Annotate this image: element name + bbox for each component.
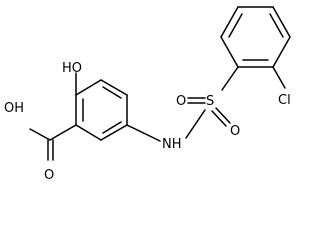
bond-inner-p4-p5 xyxy=(269,13,284,38)
bond-c1-carboxyl xyxy=(49,124,77,141)
bond-inner-c5-c6 xyxy=(102,121,122,134)
carboxyl-oh-label: OH xyxy=(4,101,24,116)
chlorine-label: Cl xyxy=(278,93,291,108)
bond-n-s xyxy=(185,109,206,139)
oxygen-left-label: O xyxy=(176,94,186,109)
nh-label: NH xyxy=(162,137,182,152)
chlorophenyl-ring xyxy=(220,6,291,68)
bond-c5-c6 xyxy=(100,124,128,141)
bond-s-phenyl xyxy=(221,66,239,91)
molecule-svg: HO OH O NH S O O Cl xyxy=(4,6,291,183)
sulfur-label: S xyxy=(206,94,214,109)
bond-p1-p2 xyxy=(220,36,239,68)
bond-s-o-right-a xyxy=(211,110,227,127)
carboxyl-o-label: O xyxy=(44,168,54,183)
salicylic-ring xyxy=(75,79,128,141)
sulfonyl-group: S O O xyxy=(176,66,240,139)
bond-p5-p6 xyxy=(272,36,291,68)
bond-c2-c3 xyxy=(75,79,102,96)
bond-c4-n xyxy=(126,124,161,142)
bond-p4-p5 xyxy=(272,6,291,38)
bond-p6-cl xyxy=(272,66,286,89)
chemical-structure-figure: HO OH O NH S O O Cl xyxy=(4,6,291,183)
bond-p2-p3 xyxy=(220,6,239,38)
bond-inner-c3-c4 xyxy=(102,86,122,99)
carboxylic-acid-group: OH O xyxy=(4,101,77,183)
bond-c3-c4 xyxy=(100,79,128,96)
bond-carboxyl-oh xyxy=(29,128,51,141)
bond-s-o-right-b xyxy=(215,107,231,124)
bond-c6-c1 xyxy=(75,124,102,141)
hydroxyl-label: HO xyxy=(62,61,82,76)
bond-inner-p2-p3 xyxy=(228,13,243,38)
oxygen-right-label: O xyxy=(230,124,240,139)
